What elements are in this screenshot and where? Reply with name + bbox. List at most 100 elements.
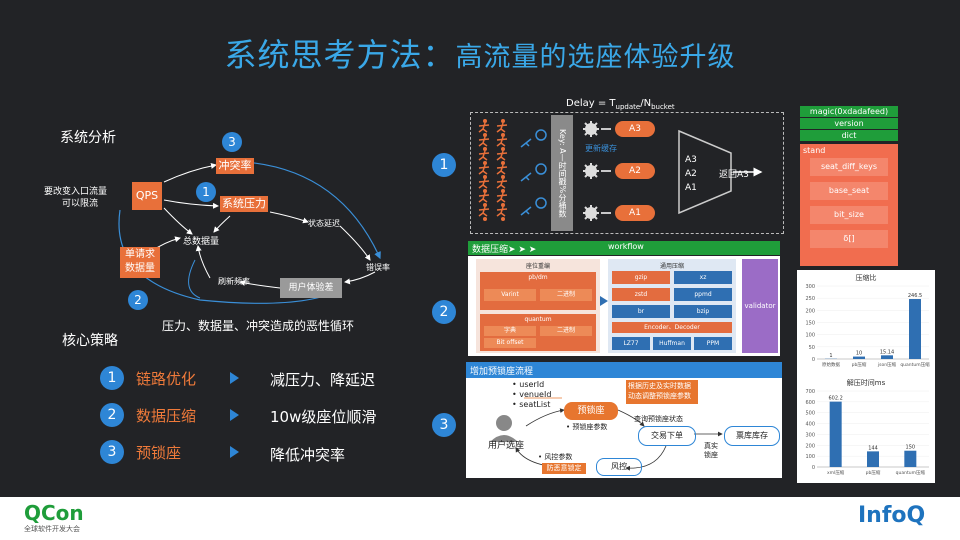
- y-tick-label: 500: [805, 411, 815, 417]
- format-stand-label: stand: [803, 146, 826, 155]
- strategy-num-1: 1: [100, 366, 124, 390]
- y-tick-label: 200: [805, 443, 815, 449]
- bar: [853, 356, 865, 359]
- strategy-effect-1: 减压力、降延迟: [270, 371, 376, 389]
- pb-dm-block: pb/dm Varint 二进制: [480, 272, 596, 310]
- y-tick-label: 150: [805, 321, 815, 327]
- x-tick-label: json压缩: [877, 361, 897, 368]
- system-pressure-box: 系统压力: [220, 196, 268, 212]
- user-select-label: 用户选座: [488, 441, 525, 451]
- x-tick-label: quantum压缩: [900, 361, 930, 368]
- left-note-1: 要改变入口流量: [44, 187, 108, 197]
- left-note-2: 可以限流: [62, 199, 99, 209]
- bzip-cell: bzip: [674, 305, 732, 318]
- y-tick-label: 300: [805, 432, 815, 438]
- bad-ux-box: 用户体验差: [280, 278, 342, 298]
- y-tick-label: 600: [805, 400, 815, 406]
- encoder-decoder-cell: Encoder、Decoder: [612, 322, 732, 333]
- xz-cell: xz: [674, 271, 732, 284]
- refresh-rate-label: 刷新频率: [218, 277, 250, 286]
- cache-a1: A1: [615, 205, 655, 221]
- bit-offset-cell: Bit offset: [484, 338, 536, 348]
- infoq-logo: InfoQ: [858, 503, 926, 528]
- y-tick-label: 700: [805, 389, 815, 395]
- update-cache-label: 更新缓存: [585, 144, 617, 153]
- qcon-subtitle: 全球软件开发大会: [24, 525, 80, 533]
- strategy-effect-2: 10w级座位顺滑: [270, 408, 377, 426]
- compression-title: 数据压缩➤ ➤ ➤: [472, 245, 537, 255]
- quantum-block: quantum 字典 二进制 Bit offset: [480, 314, 596, 351]
- query-status-label: 查询预锁座状态: [634, 415, 683, 423]
- page-title: 系统思考方法：高流量的选座体验升级: [0, 30, 960, 76]
- y-tick-label: 100: [805, 454, 815, 460]
- analysis-marker-2: 2: [128, 290, 148, 310]
- general-compress-group: 通用压缩 gzip xz zstd ppmd br bzip Encoder、D…: [608, 259, 736, 353]
- x-tick-label: 原始数据: [822, 361, 840, 368]
- ppmd-cell: ppmd: [674, 288, 732, 301]
- arrow-right-icon: [230, 446, 239, 458]
- chart-title: 解压时间ms: [847, 378, 886, 387]
- inventory-node: 票库库存: [724, 426, 780, 446]
- bar: [867, 451, 879, 467]
- ppm-cell: PPM: [694, 337, 732, 350]
- state-delay-label: 状态延迟: [308, 219, 340, 228]
- analysis-marker-1: 1: [196, 182, 216, 202]
- y-tick-label: 200: [805, 308, 815, 314]
- dict-cell: 字典: [484, 326, 536, 336]
- br-cell: br: [612, 305, 670, 318]
- decompress-time-chart: 解压时间ms7006005004003002001000602.2xml压缩14…: [805, 378, 929, 476]
- total-data-label: 总数据量: [183, 237, 220, 247]
- history-note: 根据历史及实时数据动态调整预锁座参数: [626, 380, 698, 404]
- strategy-heading: 核心策略: [62, 333, 118, 349]
- section-marker-2: 2: [432, 300, 456, 324]
- conflict-rate-box: 冲突率: [216, 158, 254, 174]
- gzip-cell: gzip: [612, 271, 670, 284]
- data-format-stack: magic(0xdadafeed) version dict stand sea…: [800, 106, 898, 266]
- arrow-right-icon: [230, 409, 239, 421]
- strategy-num-3: 3: [100, 440, 124, 464]
- y-tick-label: 100: [805, 333, 815, 339]
- y-tick-label: 400: [805, 422, 815, 428]
- section-marker-3: 3: [432, 413, 456, 437]
- return-a3-label: 返回A3: [719, 170, 749, 180]
- x-tick-label: quantum压缩: [896, 469, 926, 476]
- real-lock-label: 真实锁座: [704, 442, 718, 459]
- causal-loop-arrows: [118, 161, 381, 304]
- zstd-cell: zstd: [612, 288, 670, 301]
- format-seat-diff: seat_diff_keys: [810, 158, 888, 176]
- bar: [904, 450, 917, 467]
- data-label: 144: [868, 445, 878, 451]
- compression-ratio-chart: 压缩比3002502001501005001原始数据10pb压缩15.14jso…: [805, 273, 930, 368]
- huffman-cell: Huffman: [653, 337, 691, 350]
- arrow-right-icon: [600, 296, 608, 306]
- x-tick-label: pb压缩: [852, 361, 867, 368]
- bar: [909, 299, 921, 359]
- format-delta: δ[]: [810, 230, 888, 248]
- format-base-seat: base_seat: [810, 182, 888, 200]
- qcon-logo: QCon: [24, 501, 84, 525]
- strategy-name-1: 链路优化: [136, 370, 197, 388]
- format-bit-size: bit_size: [810, 206, 888, 224]
- compression-header: 数据压缩➤ ➤ ➤ workflow: [468, 241, 780, 255]
- cache-a2: A2: [615, 163, 655, 179]
- y-tick-label: 50: [809, 345, 815, 351]
- prelock-title: 增加预锁座流程: [470, 367, 534, 377]
- data-label: 15.14: [880, 349, 894, 355]
- prelock-panel: • userId • venueId • seatList 用户选座 根据历史及…: [466, 378, 782, 478]
- analysis-heading: 系统分析: [60, 130, 116, 146]
- workflow-label: workflow: [608, 242, 644, 251]
- chart-title: 压缩比: [856, 273, 877, 282]
- anti-brush-tag: 防恶意锁定: [542, 463, 586, 474]
- binary-cell: 二进制: [540, 289, 592, 301]
- single-request-data-box: 单请求 数据量: [120, 247, 160, 278]
- y-tick-label: 300: [805, 284, 815, 290]
- section-marker-1: 1: [432, 153, 456, 177]
- general-compress-label: 通用压缩: [659, 263, 684, 270]
- prelock-header: 增加预锁座流程: [466, 362, 782, 378]
- strategy-name-2: 数据压缩: [136, 407, 197, 425]
- bucket-key-label: Key: A—时间戳%分桶数: [558, 128, 567, 218]
- varint-cell: Varint: [484, 289, 536, 301]
- risk-ctrl-node: 风控: [596, 458, 642, 476]
- binary2-cell: 二进制: [540, 326, 592, 336]
